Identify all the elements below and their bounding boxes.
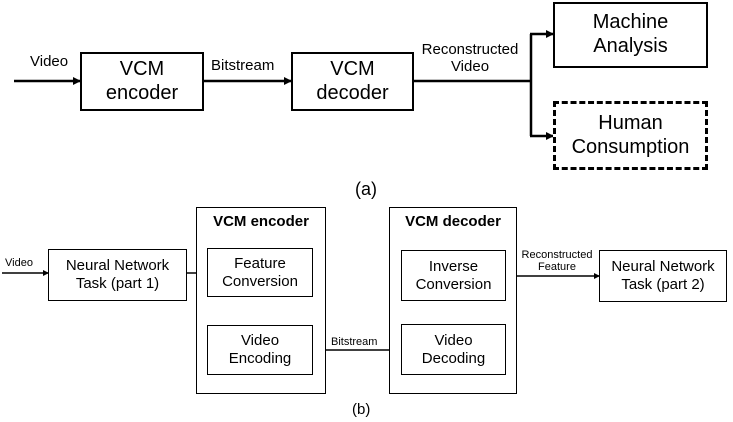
bottom-reconstructed-feature-label: Reconstructed Feature (512, 249, 602, 273)
bottom-input-label: Video (5, 257, 33, 269)
top-input-label: Video (30, 53, 69, 70)
inverse-conversion-line2: Conversion (415, 275, 492, 293)
feature-conversion-line1: Feature (234, 254, 286, 272)
nn-task1-line1: Neural Network (65, 257, 170, 275)
caption-a: (a) (355, 179, 377, 199)
video-encoding-line2: Encoding (228, 350, 292, 367)
reconstructed-feature-line2: Feature (538, 261, 576, 274)
video-decoding-box: Video Decoding (401, 324, 506, 375)
encoder-group-title: VCM encoder (213, 213, 309, 230)
top-reconstructed-video-label: Reconstructed Video (411, 41, 529, 75)
feature-conversion-line2: Conversion (222, 272, 298, 290)
machine-line1: Machine (592, 11, 669, 34)
human-line1: Human (598, 111, 663, 134)
machine-analysis-box: Machine Analysis (553, 2, 708, 68)
nn-task1-line2: Task (part 1) (75, 275, 160, 292)
nn-task2-box: Neural Network Task (part 2) (599, 250, 727, 302)
caption-b: (b) (352, 401, 371, 418)
top-encoder-line2: encoder (105, 81, 179, 104)
video-encoding-line1: Video (240, 332, 280, 350)
top-decoder-line2: decoder (316, 81, 389, 104)
top-encoder-line1: VCM (119, 57, 165, 80)
video-encoding-box: Video Encoding (207, 325, 313, 375)
human-consumption-box: Human Consumption (553, 101, 708, 170)
machine-line2: Analysis (593, 35, 668, 57)
feature-conversion-box: Feature Conversion (207, 248, 313, 297)
top-vcm-encoder-box: VCM encoder (80, 52, 204, 111)
top-bitstream-label: Bitstream (211, 57, 275, 74)
inverse-conversion-line1: Inverse (428, 257, 479, 275)
video-decoding-line1: Video (434, 331, 473, 349)
decoder-group-title: VCM decoder (405, 213, 501, 230)
human-line2: Consumption (571, 135, 690, 158)
top-decoder-line1: VCM (330, 57, 375, 80)
reconstructed-feature-line1: Reconstructed (521, 249, 593, 261)
top-vcm-decoder-box: VCM decoder (291, 52, 414, 111)
nn-task2-line2: Task (part 2) (621, 276, 705, 293)
top-reconstructed-line1: Reconstructed (421, 41, 519, 58)
nn-task2-line1: Neural Network (611, 258, 715, 276)
inverse-conversion-box: Inverse Conversion (401, 250, 506, 301)
nn-task1-box: Neural Network Task (part 1) (48, 249, 187, 301)
video-decoding-line2: Decoding (421, 349, 486, 367)
bottom-bitstream-label: Bitstream (331, 336, 378, 348)
top-reconstructed-line2: Video (450, 57, 490, 75)
